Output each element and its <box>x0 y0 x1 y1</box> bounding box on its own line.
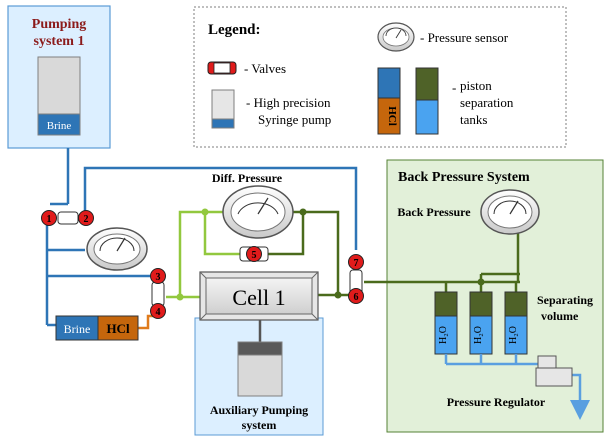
valve-3-label: 3 <box>156 272 161 283</box>
junction-dots <box>176 208 485 301</box>
separating-volume-line2: volume <box>541 309 579 323</box>
legend-tank-hcl-text: HCl <box>386 106 398 126</box>
outflow-lines <box>444 354 590 420</box>
legend-tank-hcl-icon: HCl <box>377 67 401 135</box>
pumping-system-1: Pumping system 1 Brine <box>7 5 111 149</box>
separation-tank-3-label: H₂O <box>508 326 519 344</box>
pumping-system-title-line1: Pumping <box>32 17 86 32</box>
valve-1: 1 <box>41 210 57 226</box>
syringe-pump-1: Brine <box>37 56 81 136</box>
legend-valve-icon <box>207 61 237 75</box>
valve-1-label: 1 <box>47 214 52 225</box>
separation-tank-2-label: H₂O <box>473 326 484 344</box>
valve-6-label: 6 <box>354 292 359 303</box>
pumping-system-title-line2: system 1 <box>34 34 85 49</box>
valve-5: 5 <box>246 246 262 262</box>
valve-7-label: 7 <box>354 258 359 269</box>
legend-tank-water-icon <box>415 67 439 135</box>
valve-4: 4 <box>150 303 166 319</box>
cell-1: Cell 1 <box>199 271 319 321</box>
valve-1-2-body <box>57 211 79 225</box>
legend-pressure-sensor-icon <box>377 22 415 52</box>
tank-brine-label: Brine <box>64 322 91 336</box>
syringe-brine-label: Brine <box>47 120 72 132</box>
valve-2: 2 <box>78 210 94 226</box>
valve-2-label: 2 <box>84 214 89 225</box>
legend-sensor-label: - Pressure sensor <box>420 30 509 45</box>
legend-tank-dash: - <box>452 80 456 95</box>
back-pressure-sensor <box>480 189 540 235</box>
cell-label: Cell 1 <box>232 285 285 310</box>
valve-6: 6 <box>348 288 364 304</box>
separating-volume-line1: Separating <box>537 293 593 307</box>
auxiliary-label-line2: system <box>242 418 277 432</box>
legend-tank-label-line2: separation <box>460 95 514 110</box>
separation-tank-3: H₂O <box>504 291 528 355</box>
valve-5-label: 5 <box>252 250 257 261</box>
separation-tank-2: H₂O <box>469 291 493 355</box>
brine-lines <box>45 148 358 327</box>
brine-pressure-sensor <box>86 227 148 271</box>
legend-pump-label-line1: - High precision <box>246 95 331 110</box>
pressure-regulator <box>535 355 573 387</box>
valve-7: 7 <box>348 254 364 270</box>
separation-tank-1: H₂O <box>434 291 458 355</box>
legend-title: Legend: <box>208 22 261 38</box>
diff-pressure-sensor <box>222 185 294 239</box>
back-pressure-label: Back Pressure <box>397 205 471 219</box>
legend-tank-label-line1: piston <box>460 78 492 93</box>
legend-pump-label-line2: Syringe pump <box>258 112 331 127</box>
separation-tank-1-label: H₂O <box>438 326 449 344</box>
auxiliary-label-line1: Auxiliary Pumping <box>210 403 308 417</box>
valve-3: 3 <box>150 268 166 284</box>
valve-3-4-body <box>151 281 165 307</box>
diff-pressure-label: Diff. Pressure <box>212 171 283 185</box>
legend-syringe-icon <box>211 89 235 129</box>
legend-valves-label: - Valves <box>244 61 286 76</box>
valve-4-label: 4 <box>156 307 161 318</box>
back-pressure-system-title: Back Pressure System <box>398 170 530 185</box>
tank-hcl-label: HCl <box>106 321 130 336</box>
brine-hcl-tank: Brine HCl <box>55 315 139 341</box>
legend-tank-label-line3: tanks <box>460 112 487 127</box>
legend: Legend: - Valves - High precision Syring… <box>193 6 567 148</box>
auxiliary-syringe-pump <box>237 341 283 397</box>
pressure-regulator-label: Pressure Regulator <box>447 395 546 409</box>
